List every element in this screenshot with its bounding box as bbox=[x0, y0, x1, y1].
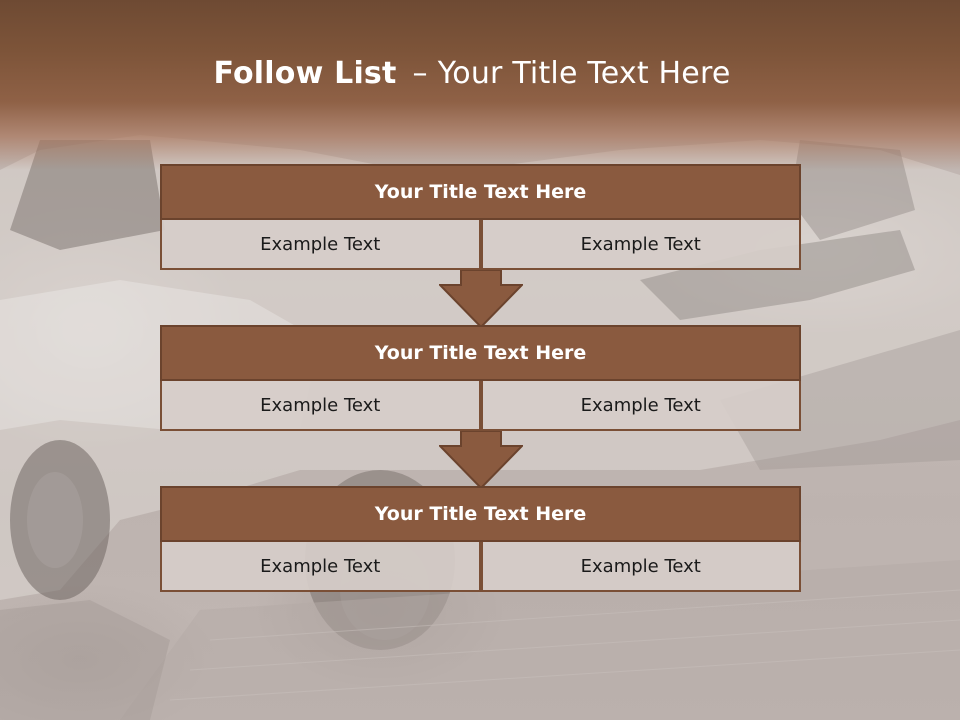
title-bold: Follow List bbox=[213, 56, 397, 91]
block-row: Example Text Example Text bbox=[160, 220, 801, 270]
header-band bbox=[0, 0, 960, 170]
block-cell-left: Example Text bbox=[160, 542, 481, 592]
block-title: Your Title Text Here bbox=[160, 325, 801, 381]
block-cell-right: Example Text bbox=[480, 542, 801, 592]
block-cell-left: Example Text bbox=[160, 220, 481, 270]
list-block-1: Your Title Text Here Example Text Exampl… bbox=[160, 164, 801, 270]
block-cell-left: Example Text bbox=[160, 381, 481, 431]
slide-title: Follow List–Your Title Text Here bbox=[0, 56, 944, 91]
block-row: Example Text Example Text bbox=[160, 542, 801, 592]
list-block-2: Your Title Text Here Example Text Exampl… bbox=[160, 325, 801, 431]
block-title: Your Title Text Here bbox=[160, 486, 801, 542]
down-arrow-icon bbox=[439, 270, 523, 328]
title-separator: – bbox=[412, 56, 428, 91]
block-title: Your Title Text Here bbox=[160, 164, 801, 220]
block-cell-right: Example Text bbox=[480, 220, 801, 270]
block-cell-right: Example Text bbox=[480, 381, 801, 431]
title-rest: Your Title Text Here bbox=[437, 56, 731, 91]
block-row: Example Text Example Text bbox=[160, 381, 801, 431]
list-block-3: Your Title Text Here Example Text Exampl… bbox=[160, 486, 801, 592]
down-arrow-icon bbox=[439, 431, 523, 489]
